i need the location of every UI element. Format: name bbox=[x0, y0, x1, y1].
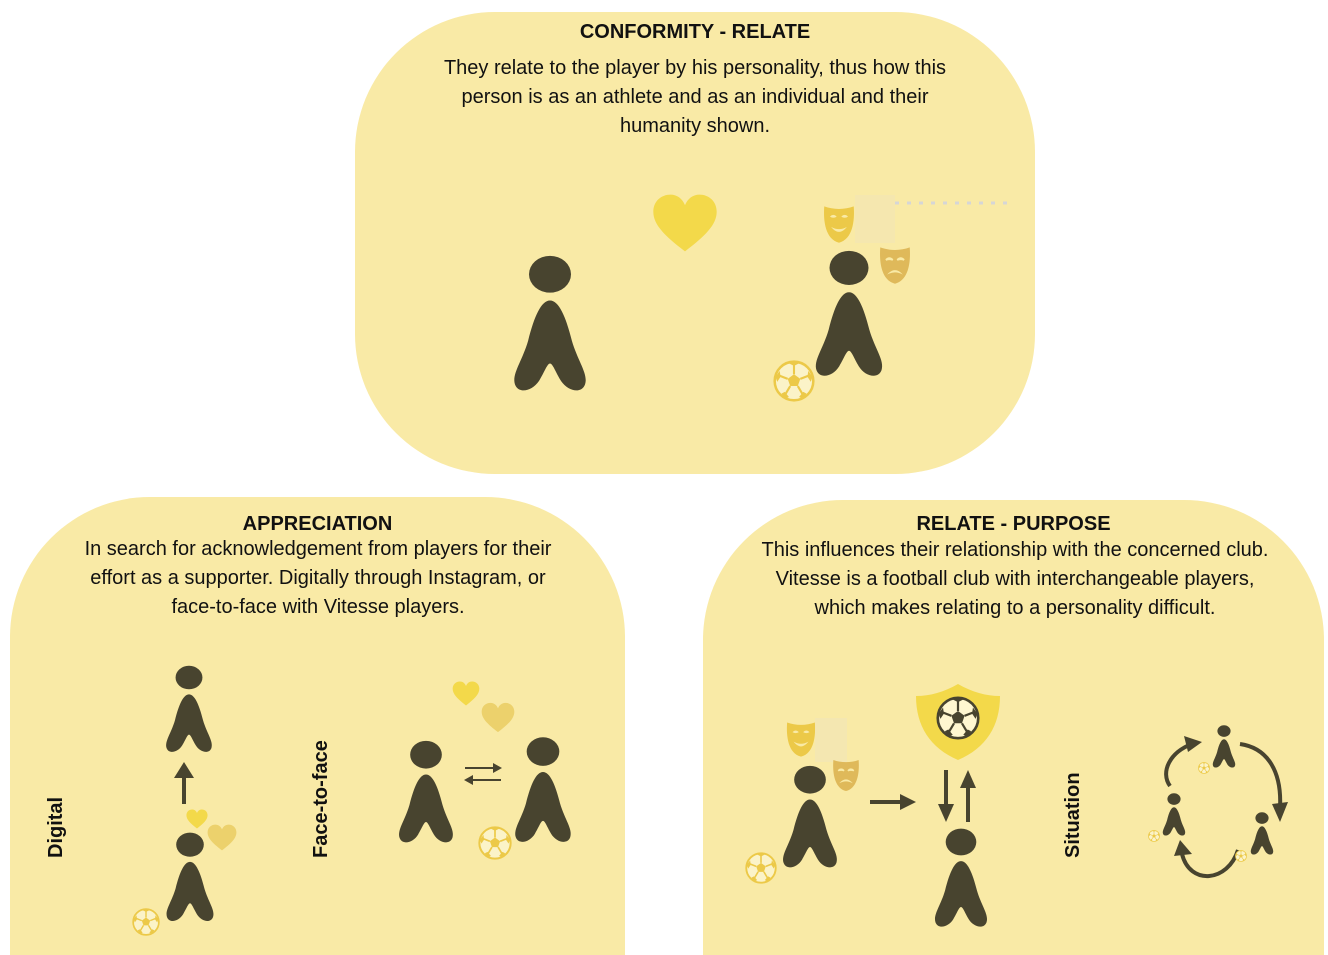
appreciation-panel: APPRECIATION In search for acknowledgeme… bbox=[10, 497, 625, 955]
person-icon bbox=[1250, 812, 1274, 855]
exchange-arrows-icon bbox=[464, 763, 502, 785]
label-digital: Digital bbox=[45, 796, 67, 858]
label-situation: Situation bbox=[1062, 772, 1084, 858]
heart-icon bbox=[186, 809, 208, 829]
football-icon bbox=[478, 826, 512, 860]
panel-title: APPRECIATION bbox=[242, 513, 393, 535]
player-person-icon bbox=[515, 737, 571, 842]
player-person-icon bbox=[783, 765, 837, 868]
heart-icon bbox=[481, 702, 515, 733]
person-icon bbox=[1212, 725, 1236, 768]
happy-theatre-mask-icon bbox=[786, 722, 816, 757]
supporter-person-icon bbox=[934, 828, 988, 927]
person-icon bbox=[1162, 793, 1186, 836]
panel-description: This influences their relationship with … bbox=[761, 539, 1269, 619]
conformity-relate-panel: CONFORMITY - RELATE They relate to the p… bbox=[355, 12, 1035, 474]
supporter-person-icon bbox=[166, 832, 214, 921]
panel-description: In search for acknowledgement from playe… bbox=[84, 538, 552, 618]
person-icon bbox=[514, 255, 586, 391]
heart-icon bbox=[653, 194, 717, 252]
happy-theatre-mask-icon bbox=[824, 206, 854, 243]
heart-icon bbox=[452, 681, 480, 706]
football-icon bbox=[1235, 850, 1247, 862]
club-shield-icon bbox=[916, 684, 1000, 760]
panel-title: RELATE - PURPOSE bbox=[916, 513, 1111, 535]
panel-title: CONFORMITY - RELATE bbox=[579, 21, 811, 43]
arrow-right-icon bbox=[870, 794, 916, 810]
supporter-person-icon bbox=[399, 740, 453, 843]
football-icon bbox=[1148, 830, 1160, 842]
mask-highlight bbox=[815, 718, 847, 762]
arrow-up-icon bbox=[174, 762, 194, 804]
exchange-arrows-vertical-icon bbox=[938, 770, 976, 822]
player-person-icon bbox=[166, 665, 212, 752]
label-face-to-face: Face-to-face bbox=[310, 740, 332, 858]
panel-description: They relate to the player by his persona… bbox=[443, 57, 947, 137]
football-icon bbox=[745, 852, 777, 884]
football-icon bbox=[132, 908, 160, 936]
situation-cycle-diagram bbox=[1164, 736, 1288, 879]
football-icon bbox=[1198, 762, 1210, 774]
football-icon bbox=[773, 360, 815, 402]
mask-highlight bbox=[855, 195, 1013, 243]
